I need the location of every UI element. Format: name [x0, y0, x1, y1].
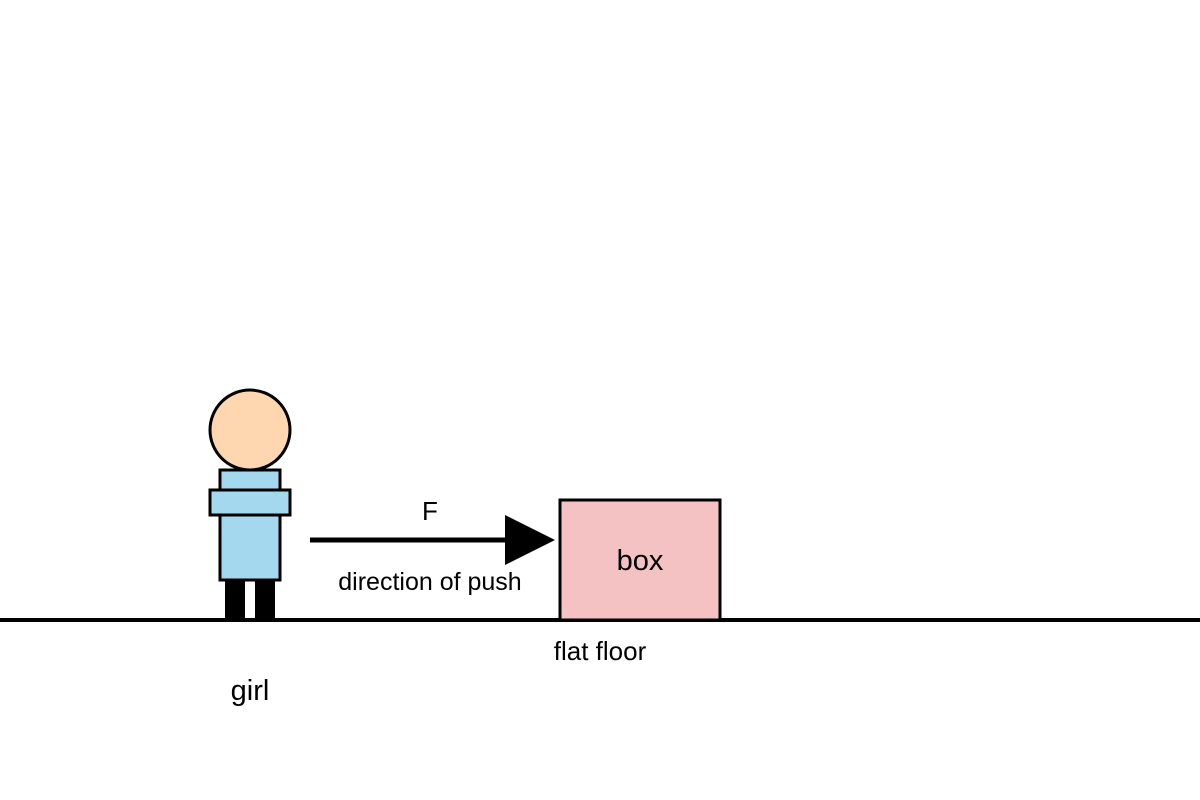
force-arrow-head	[505, 515, 555, 565]
girl-body	[218, 468, 282, 582]
girl-head	[208, 388, 292, 472]
box-label: box	[617, 545, 664, 577]
girl-right-leg	[255, 580, 275, 620]
girl-figure	[208, 388, 292, 620]
box	[558, 498, 722, 622]
floor-label: flat floor	[554, 636, 647, 666]
force-caption-label: direction of push	[338, 568, 521, 596]
force-symbol-label: F	[422, 496, 438, 526]
force-arrow	[310, 515, 555, 565]
girl-arms	[208, 488, 292, 517]
girl-left-leg	[225, 580, 245, 620]
girl-label: girl	[231, 675, 270, 707]
